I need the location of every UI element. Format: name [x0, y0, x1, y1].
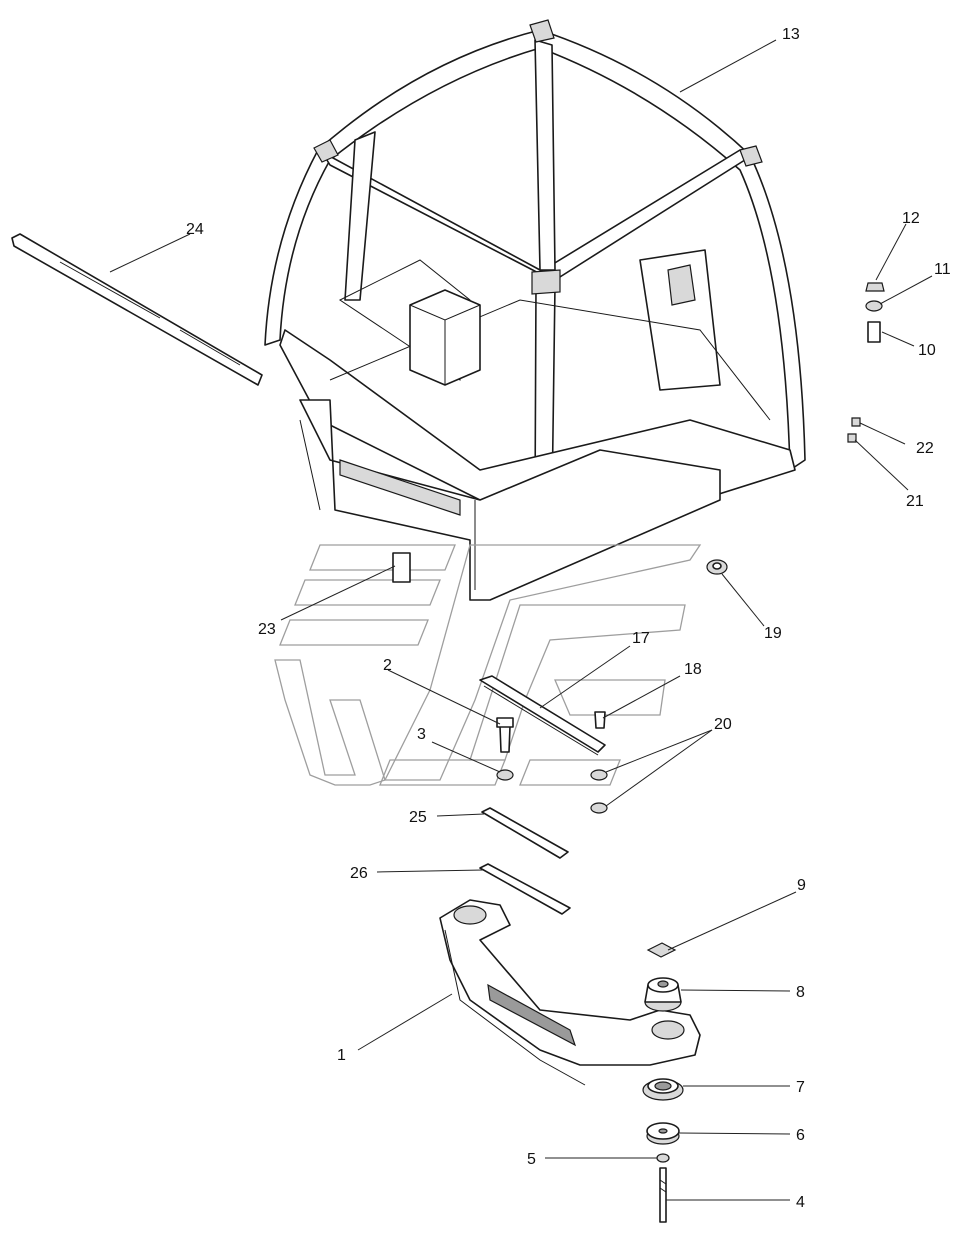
plug-21: [847, 433, 857, 443]
cab-frame: [264, 19, 806, 601]
washer-6: [646, 1122, 680, 1145]
support-bracket: [439, 899, 701, 1086]
callout-13: 13: [782, 26, 800, 43]
spacer: [867, 321, 881, 343]
screw: [594, 711, 606, 729]
callout-7: 7: [796, 1079, 805, 1096]
callout-20: 20: [714, 716, 732, 733]
callout-1: 1: [337, 1047, 346, 1064]
washer-20b: [590, 802, 608, 814]
shim-plate-26: [479, 863, 571, 915]
callout-4: 4: [796, 1194, 805, 1211]
rubber-mount-upper: [644, 977, 682, 1012]
callout-26: 26: [350, 865, 368, 882]
washer-11: [865, 300, 883, 312]
shim-plate-25: [481, 807, 569, 859]
callout-17: 17: [632, 630, 650, 647]
callout-labels: 13 24 12 11 10 22 21 19 23 17 2 18 20 3 …: [186, 26, 951, 1211]
bolt: [499, 725, 511, 753]
callout-3: 3: [417, 726, 426, 743]
callout-6: 6: [796, 1127, 805, 1144]
callout-8: 8: [796, 984, 805, 1001]
callout-23: 23: [258, 621, 276, 638]
trim-strip: [11, 233, 263, 386]
guide-rail: [479, 675, 606, 753]
callout-25: 25: [409, 809, 427, 826]
callout-18: 18: [684, 661, 702, 678]
callout-5: 5: [527, 1151, 536, 1168]
callout-19: 19: [764, 625, 782, 642]
washer-20a: [590, 769, 608, 781]
callout-22: 22: [916, 440, 934, 457]
pad-plate: [646, 942, 677, 958]
nut: [865, 282, 885, 292]
washer-3: [496, 769, 514, 781]
washer-5: [656, 1153, 670, 1163]
callout-10: 10: [918, 342, 936, 359]
callout-2: 2: [383, 657, 392, 674]
callout-21: 21: [906, 493, 924, 510]
plug-22: [851, 417, 861, 427]
callout-9: 9: [797, 877, 806, 894]
decal-plate: [392, 552, 411, 583]
leader-lines: [109, 39, 933, 1201]
callout-24: 24: [186, 221, 204, 238]
rubber-mount-lower: [642, 1078, 684, 1101]
callout-12: 12: [902, 210, 920, 227]
mount-bolt: [659, 1167, 667, 1223]
callout-11: 11: [934, 261, 951, 278]
